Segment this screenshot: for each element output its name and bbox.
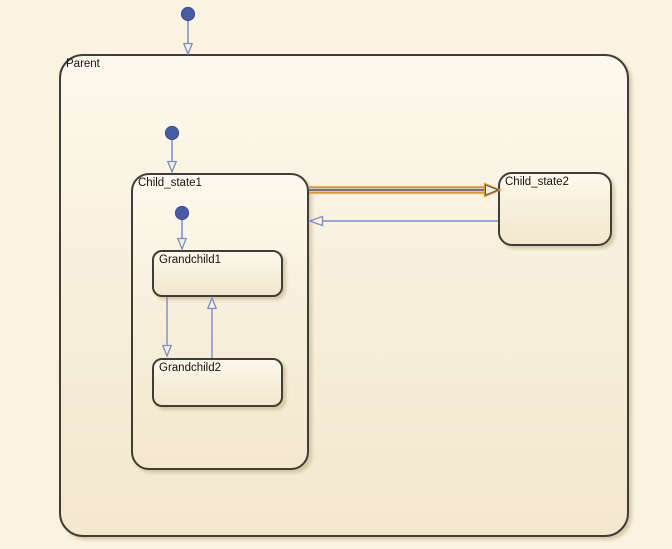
state-grandchild2[interactable]: Grandchild2 — [152, 358, 283, 407]
state-child-state2[interactable]: Child_state2 — [498, 172, 612, 246]
state-child-state1[interactable]: Child_state1 — [131, 173, 309, 470]
default-transition-to-parent[interactable] — [180, 6, 196, 56]
state-grandchild2-label: Grandchild2 — [159, 362, 222, 374]
state-child-state2-label: Child_state2 — [505, 176, 569, 188]
state-parent-label: Parent — [66, 58, 100, 70]
default-transition-dot — [180, 6, 196, 22]
state-grandchild1-label: Grandchild1 — [159, 254, 222, 266]
state-child-state1-label: Child_state1 — [138, 177, 202, 189]
state-grandchild1[interactable]: Grandchild1 — [152, 250, 283, 297]
